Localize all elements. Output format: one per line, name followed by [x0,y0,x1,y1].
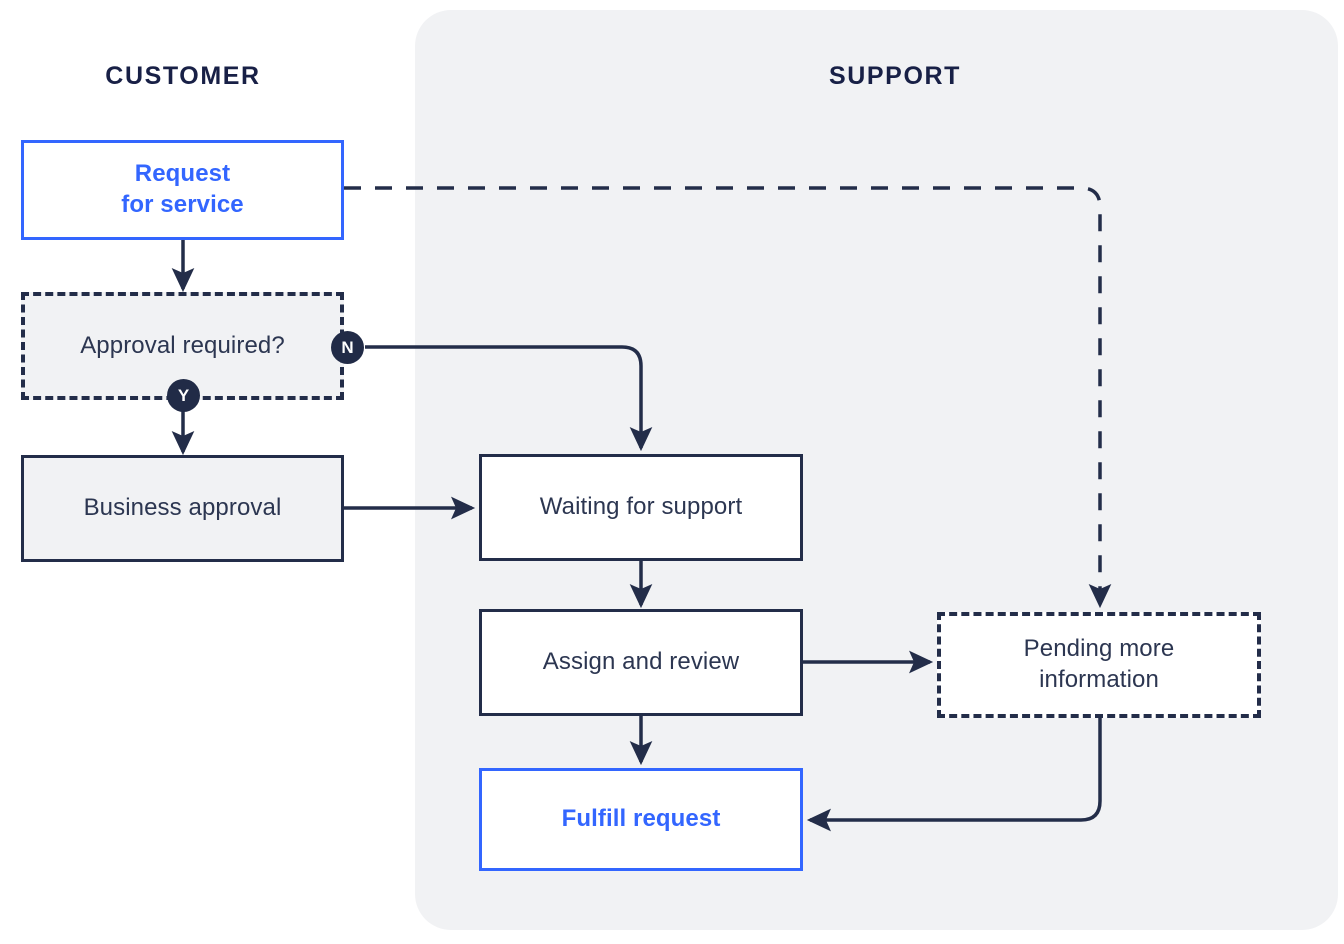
node-assign-and-review[interactable]: Assign and review [479,609,803,716]
edge-request-to-pending [344,186,1112,609]
node-fulfill-request[interactable]: Fulfill request [479,768,803,871]
edge-pending-to-fulfill [806,718,1102,832]
decision-badge-yes[interactable]: Y [167,379,200,412]
lane-title-customer: CUSTOMER [105,62,261,90]
lane-title-support: SUPPORT [828,62,962,90]
node-request-for-service-line1: Request [134,160,231,188]
node-request-for-service-line2: for service [121,191,244,218]
node-waiting-for-support[interactable]: Waiting for support [479,454,803,561]
decision-badge-no[interactable]: N [331,331,364,364]
node-business-approval[interactable]: Business approval [21,455,344,562]
edge-approval-no-to-waiting [365,345,653,452]
node-pending-more-information-line1: Pending more [1023,635,1175,663]
node-pending-more-information[interactable]: Pending more information [937,612,1261,718]
node-request-for-service[interactable]: Request for service [21,140,344,240]
node-pending-more-information-line2: information [1039,666,1159,693]
